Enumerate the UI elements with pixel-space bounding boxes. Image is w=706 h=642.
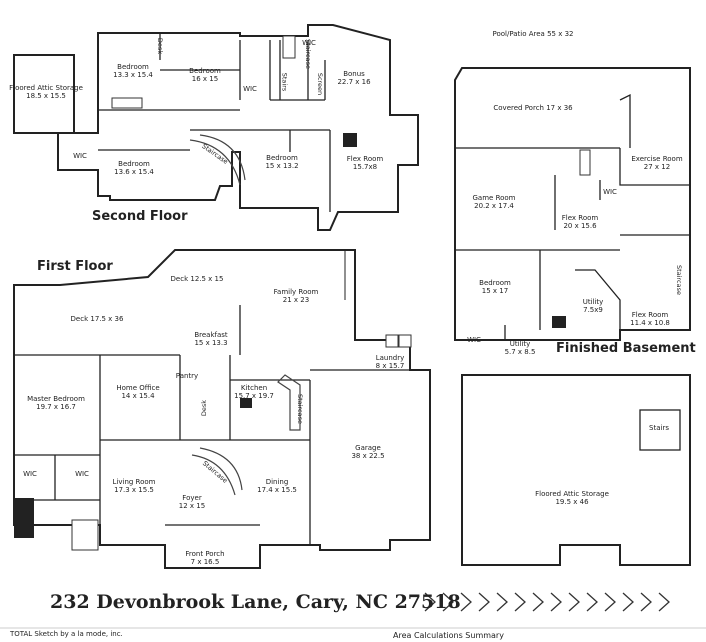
software-credit: TOTAL Sketch by a la mode, inc. [10, 630, 123, 638]
desk-label: Desk [156, 37, 165, 55]
staircase-label: Staircase [674, 265, 683, 295]
staircase-label: Staircase [303, 39, 312, 69]
second-floor-title: Second Floor [92, 209, 188, 224]
area-summary-label: Area Calculations Summary [393, 631, 504, 640]
wic-label: WIC [75, 470, 89, 478]
room-label: Deck 17.5 x 36 [70, 315, 124, 323]
room-label: Covered Porch 17 x 36 [493, 104, 573, 112]
stairs-label: Stairs [649, 424, 669, 432]
attic-right-outline [461, 374, 691, 566]
wic-label: WIC [73, 152, 87, 160]
staircase-label: Staircase [295, 394, 304, 424]
basement-outline [454, 67, 691, 341]
wic-label: WIC [243, 85, 257, 93]
wic-label: WIC [467, 336, 481, 344]
second-floor-outline [57, 24, 419, 231]
first-floor-title: First Floor [37, 259, 113, 274]
first-floor-outline [13, 249, 431, 569]
screen-label: Screen [316, 72, 325, 96]
desk-label: Desk [200, 399, 209, 417]
wic-label: WIC [23, 470, 37, 478]
attic-left-outline [13, 54, 75, 134]
address-title: 232 Devonbrook Lane, Cary, NC 27518 [50, 591, 461, 613]
pantry-label: Pantry [175, 372, 199, 380]
stairs-label: Stairs [280, 72, 289, 92]
room-label: Pool/Patio Area 55 x 32 [492, 30, 574, 38]
finished-basement-title: Finished Basement [556, 341, 696, 356]
wic-label: WIC [603, 188, 617, 196]
wic-label: WIC [302, 39, 316, 47]
room-label: Deck 12.5 x 15 [170, 275, 224, 283]
